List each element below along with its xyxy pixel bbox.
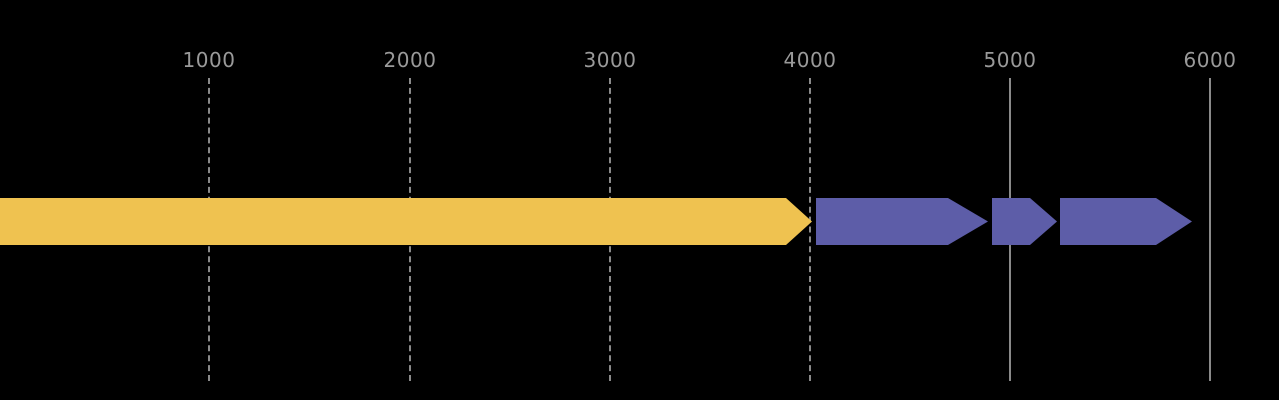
feature-arrow[interactable] [992,198,1057,245]
axis-tick-label: 5000 [983,48,1037,72]
axis-tick-label: 6000 [1183,48,1237,72]
axis-gridline [1209,78,1213,381]
axis-gridline [809,78,813,381]
axis-tick-label: 4000 [783,48,837,72]
feature-arrow[interactable] [0,198,812,245]
feature-arrow-group [0,198,1192,245]
feature-arrow[interactable] [816,198,988,245]
axis-tick-label: 2000 [383,48,437,72]
feature-arrow[interactable] [1060,198,1192,245]
axis-tick-label: 1000 [182,48,236,72]
axis-tick-label: 3000 [583,48,637,72]
